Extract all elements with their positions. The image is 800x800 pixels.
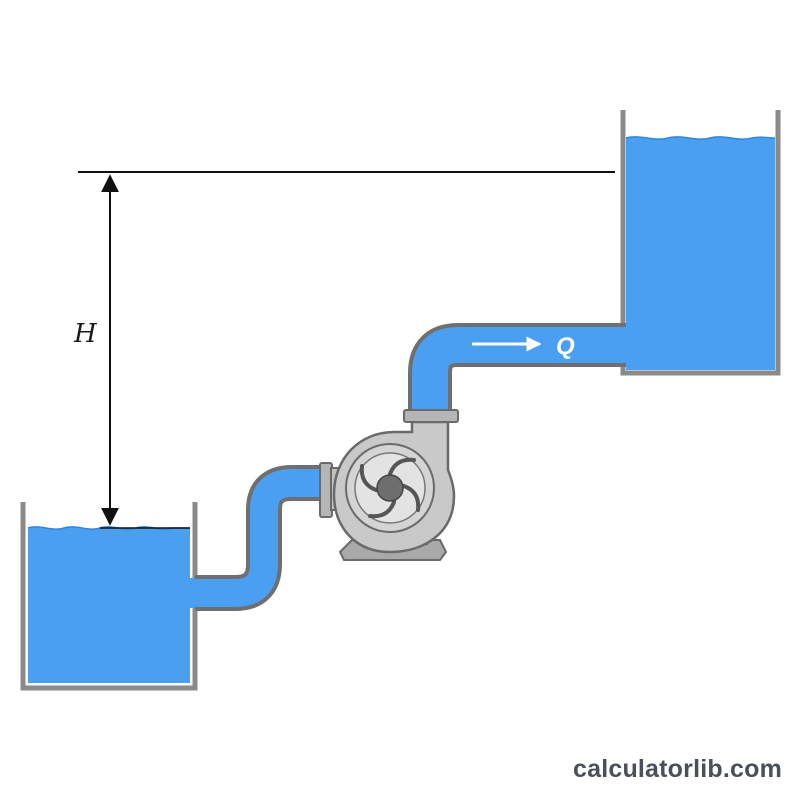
head-dimension: H (73, 171, 615, 529)
centrifugal-pump-icon (319, 409, 459, 561)
lower-tank-wall (20, 502, 198, 691)
head-label: H (73, 319, 98, 349)
lower-tank-water (28, 526, 248, 683)
suction-pipe-water (195, 469, 330, 607)
upper-tank (620, 110, 781, 376)
suction-pipe (195, 465, 330, 611)
lower-tank (20, 502, 248, 691)
discharge-pipe-water (412, 327, 626, 420)
upper-tank-wall (620, 110, 781, 376)
impeller-icon (354, 452, 426, 524)
discharge-pipe (408, 323, 626, 420)
flow-label: Q (556, 333, 575, 360)
upper-tank-water (626, 136, 775, 370)
pump-discharge-flange (403, 409, 459, 423)
flow-indicator: Q (472, 333, 575, 360)
upper-tank-surface-wave (625, 136, 776, 140)
watermark: calculatorlib.com (572, 755, 782, 783)
